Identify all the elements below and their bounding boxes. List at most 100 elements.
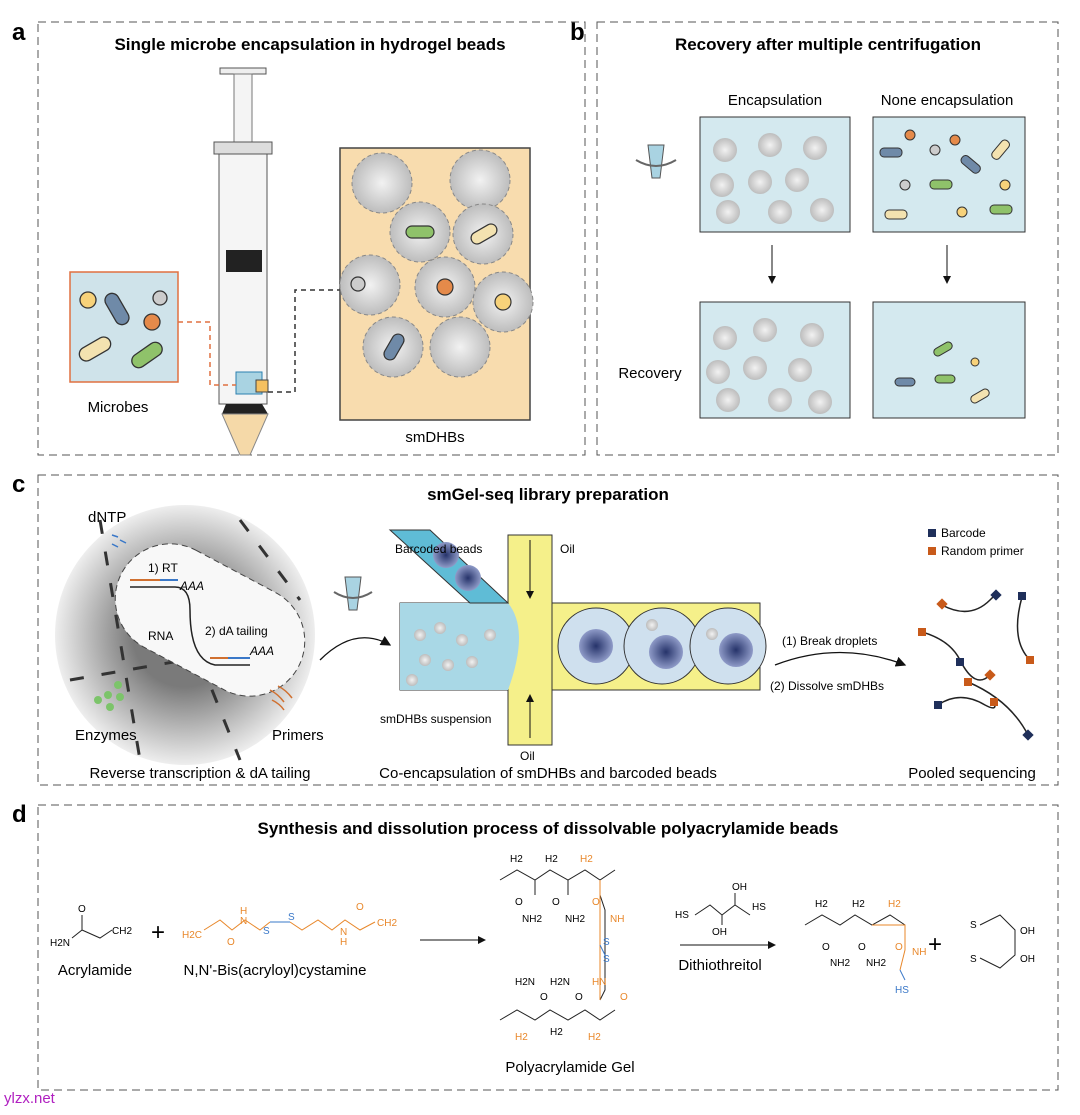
recovery-label: Recovery [618,365,682,382]
svg-text:O: O [552,897,560,908]
col-none-encapsulation: None encapsulation [881,92,1014,109]
svg-text:O: O [858,942,866,953]
dissolve-label: (2) Dissolve smDHBs [770,679,884,693]
tailing-label: 2) dA tailing [205,624,268,638]
svg-text:NH2: NH2 [565,914,585,925]
svg-text:O: O [620,992,628,1003]
svg-text:H2N: H2N [50,938,70,949]
centrifuge-tube-icon [635,144,677,179]
panel-c-title: smGel-seq library preparation [427,485,669,504]
svg-text:OH: OH [1020,926,1035,937]
svg-text:H2: H2 [550,1027,563,1038]
svg-text:S: S [263,926,270,937]
svg-text:N: N [240,916,247,927]
barcode-legend-label: Barcode [941,526,986,540]
microbe-icons [78,290,168,369]
suspension-label: smDHBs suspension [380,712,491,726]
panel-c-frame [37,474,1059,786]
hydrogel-beads [339,149,534,378]
microfluidic-chip [388,529,767,746]
microbes-label: Microbes [88,399,149,416]
sequencing-strands [921,592,1031,736]
svg-text:CH2: CH2 [377,918,397,929]
svg-text:N: N [340,927,347,938]
aaa-label-2: AAA [249,644,274,658]
panel-a-letter: a [12,19,26,46]
svg-text:S: S [603,937,610,948]
centrifuge-tube-icon-c [333,576,373,611]
panel-d-title: Synthesis and dissolution process of dis… [257,819,838,838]
panel-c-letter: c [12,471,25,498]
primers-label: Primers [272,727,324,744]
svg-text:CH2: CH2 [112,926,132,937]
syringe-icon [213,67,273,456]
polyacrylamide-gel-structure: H2 H2 H2 O NH2 O NH2 O NH S S HN H2N H2N… [499,854,628,1043]
svg-text:H2N: H2N [550,977,570,988]
svg-text:S: S [288,912,295,923]
svg-text:O: O [822,942,830,953]
col-encapsulation: Encapsulation [728,92,822,109]
svg-text:S: S [970,920,977,931]
dtt-label: Dithiothreitol [678,957,761,974]
svg-text:HN: HN [592,977,606,988]
svg-text:OH: OH [712,927,727,938]
svg-text:H2: H2 [815,899,828,910]
primer-legend-swatch [928,547,936,555]
bis-label: N,N'-Bis(acryloyl)cystamine [184,962,367,979]
barcoded-beads-label: Barcoded beads [395,542,482,556]
dithiothreitol-structure: HS HS OH OH [675,882,766,938]
dntp-label: dNTP [88,509,126,526]
step-co-encapsulation: Co-encapsulation of smDHBs and barcoded … [379,765,717,782]
svg-text:H2: H2 [888,899,901,910]
svg-text:O: O [78,904,86,915]
panel-b-frame [596,21,1059,456]
svg-text:H2N: H2N [515,977,535,988]
svg-text:H2: H2 [545,854,558,865]
svg-text:S: S [603,954,610,965]
svg-text:H: H [340,937,347,948]
svg-text:O: O [227,937,235,948]
panel-a-frame [37,21,586,456]
smdhbs-label: smDHBs [405,429,464,446]
svg-text:H2C: H2C [182,930,202,941]
dissolved-product-structure: H2 H2 H2 O NH2 O NH2 O NH HS [804,899,926,996]
panel-b-letter: b [570,19,585,46]
rna-strand [130,579,250,666]
dntp-icon [111,534,127,548]
svg-text:NH2: NH2 [866,958,886,969]
oil-label-top: Oil [560,542,575,556]
microbe-capsule [114,543,306,697]
svg-text:H: H [240,906,247,917]
svg-text:NH2: NH2 [830,958,850,969]
svg-text:OH: OH [732,882,747,893]
aaa-label-1: AAA [179,579,204,593]
step-pooled-sequencing: Pooled sequencing [908,765,1036,782]
step-reverse-transcription: Reverse transcription & dA tailing [90,765,311,782]
enzymes-label: Enzymes [75,727,137,744]
plus-sign-1: + [151,919,165,946]
svg-text:O: O [592,897,600,908]
svg-text:S: S [970,954,977,965]
svg-text:NH: NH [610,914,624,925]
plus-sign-2: + [928,931,942,958]
panel-d-frame [37,804,1059,1091]
gel-label: Polyacrylamide Gel [505,1059,634,1076]
acrylamide-structure: O H2N CH2 [50,904,132,949]
svg-text:H2: H2 [580,854,593,865]
barcode-legend-swatch [928,529,936,537]
microbes-box [69,271,179,383]
svg-text:O: O [356,902,364,913]
primer-legend-label: Random primer [941,544,1024,558]
watermark: ylzx.net [4,1090,55,1107]
rna-label: RNA [148,629,173,643]
enzymes-icon [94,681,124,711]
svg-text:H2: H2 [515,1032,528,1043]
rt-label: 1) RT [148,561,178,575]
svg-text:O: O [515,897,523,908]
bis-acryloyl-cystamine-structure: H2C O H N S S N H O CH2 [182,902,397,948]
oil-label-bottom: Oil [520,749,535,763]
svg-text:NH: NH [912,947,926,958]
panel-b-title: Recovery after multiple centrifugation [675,35,981,54]
svg-text:H2: H2 [588,1032,601,1043]
svg-text:NH2: NH2 [522,914,542,925]
